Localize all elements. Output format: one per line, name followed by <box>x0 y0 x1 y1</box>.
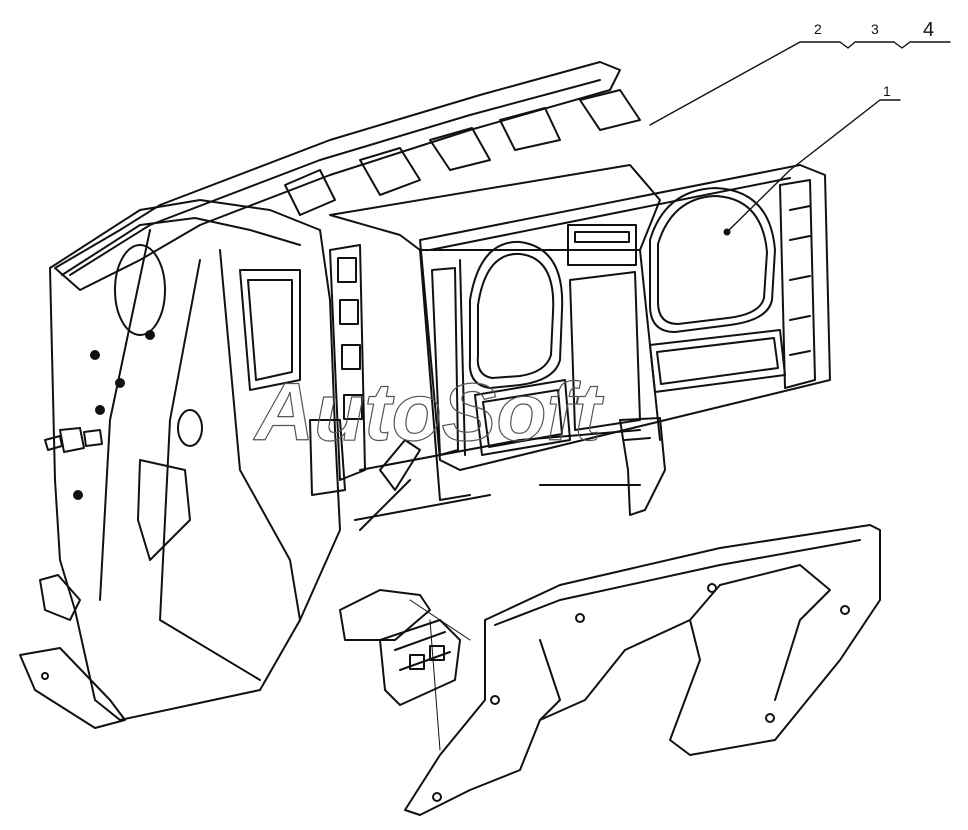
leader-lines <box>649 41 951 233</box>
bulb-connector <box>44 427 103 453</box>
callout-label-4: 4 <box>923 19 935 41</box>
lower-cover-panel <box>404 524 881 816</box>
callout-label-3: 3 <box>871 21 879 37</box>
leader-line-1 <box>726 99 901 233</box>
watermark-text: AutoSoft <box>253 367 605 458</box>
assembly-guide-lines <box>409 599 471 751</box>
callout-label-2: 2 <box>814 21 822 37</box>
right-bracket <box>539 417 666 516</box>
callout-label-1: 1 <box>883 83 891 99</box>
left-console-panel <box>49 199 346 721</box>
middle-plate <box>329 164 661 531</box>
instrument-cluster <box>419 164 831 471</box>
top-dash-rail <box>54 61 641 291</box>
switch-module <box>339 589 461 706</box>
left-bracket <box>19 574 126 729</box>
leader-line-2-3-4 <box>649 41 951 126</box>
